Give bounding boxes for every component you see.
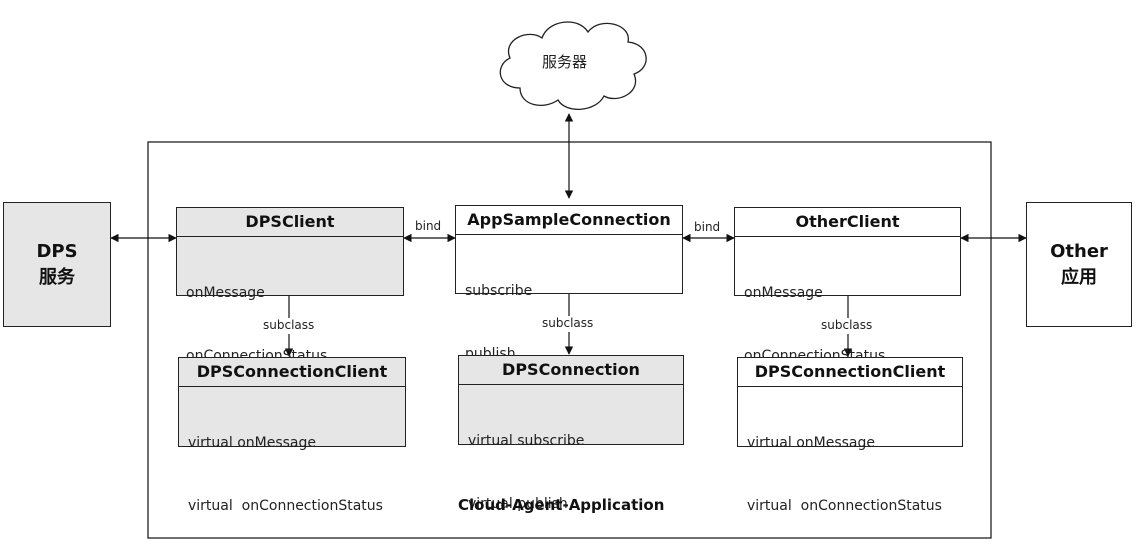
subclass-left-label: subclass — [263, 318, 315, 332]
appsampleconnection-title: AppSampleConnection — [456, 206, 682, 235]
other-app-line1: Other — [1050, 240, 1108, 262]
dpsconnectionclient-right-method: virtual onConnectionStatus — [747, 498, 942, 514]
container-label: Cloud-Agent-Application — [458, 496, 665, 514]
dpsconnection-method: virtual publish — [468, 496, 568, 512]
dpsclient-method: onMessage — [186, 285, 265, 301]
dpsconnectionclient-left-title: DPSConnectionClient — [179, 358, 405, 387]
appsampleconnection-method: subscribe — [465, 283, 533, 299]
otherclient-box: OtherClient onMessage onConnectionStatus — [734, 207, 961, 364]
diagram-canvas — [110, 21, 1027, 539]
dpsconnectionclient-right-title: DPSConnectionClient — [738, 358, 962, 387]
dpsconnectionclient-right-box: DPSConnectionClient virtual onMessage vi… — [737, 357, 963, 514]
subclass-mid-label: subclass — [542, 316, 594, 330]
otherclient-method: onMessage — [744, 285, 823, 301]
dpsconnectionclient-left-method: virtual onConnectionStatus — [188, 498, 383, 514]
dpsconnection-title: DPSConnection — [459, 356, 683, 385]
dpsconnection-method: virtual subscribe — [468, 433, 585, 449]
dps-service-line1: DPS — [36, 240, 78, 262]
dps-service-box: DPS 服务 — [3, 202, 111, 327]
dps-service-line2: 服务 — [39, 266, 75, 288]
dpsconnectionclient-left-box: DPSConnectionClient virtual onMessage vi… — [178, 357, 406, 514]
other-app-line2: 应用 — [1061, 266, 1097, 288]
bind-right-label: bind — [694, 220, 721, 234]
bind-left-label: bind — [415, 219, 442, 233]
otherclient-title: OtherClient — [735, 208, 960, 237]
dpsconnectionclient-right-method: virtual onMessage — [747, 435, 876, 451]
dpsclient-box: DPSClient onMessage onConnectionStatus — [176, 207, 404, 364]
dpsclient-title: DPSClient — [177, 208, 403, 237]
dpsconnectionclient-left-method: virtual onMessage — [188, 435, 317, 451]
dpsconnection-box: DPSConnection virtual subscribe virtual … — [458, 355, 684, 512]
server-label: 服务器 — [542, 53, 588, 71]
appsampleconnection-box: AppSampleConnection subscribe publish — [455, 205, 683, 362]
subclass-right-label: subclass — [821, 318, 873, 332]
other-app-box: Other 应用 — [1026, 202, 1132, 327]
server-cloud-icon — [499, 21, 647, 111]
